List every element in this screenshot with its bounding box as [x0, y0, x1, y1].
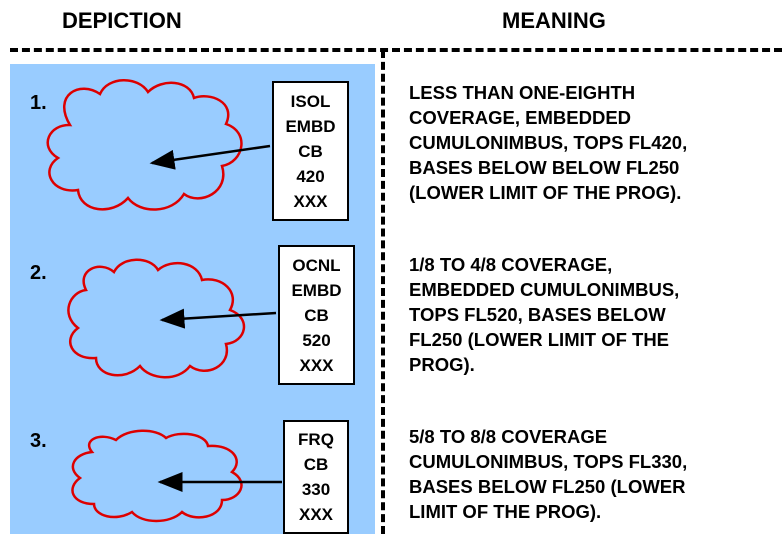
- box-3-line: 330: [301, 480, 331, 499]
- box-1-line: CB: [298, 141, 323, 161]
- arrow-2: [159, 308, 277, 329]
- box-2-line: XXX: [299, 355, 334, 375]
- meaning-text-3: 5/8 TO 8/8 COVERAGE CUMULONIMBUS, TOPS F…: [409, 426, 688, 522]
- column-divider: [381, 50, 385, 534]
- item-number-3: 3.: [30, 430, 47, 452]
- meaning-text-2: 1/8 TO 4/8 COVERAGE, EMBEDDED CUMULONIMB…: [409, 254, 680, 375]
- label-box-3: FRQ CB 330 XXX: [283, 420, 349, 534]
- item-number-2: 2.: [30, 262, 47, 284]
- meaning-text-1: LESS THAN ONE-EIGHTH COVERAGE, EMBEDDED …: [409, 82, 688, 203]
- depiction-header: DEPICTION: [62, 8, 182, 33]
- cloud-1-icon: [46, 79, 243, 211]
- box-2-line: EMBD: [291, 280, 342, 300]
- cloud-2-icon: [67, 258, 246, 379]
- label-box-2: OCNL EMBD CB 520 XXX: [278, 245, 355, 385]
- meaning-header: MEANING: [502, 8, 606, 33]
- item-number-1: 1.: [30, 92, 47, 114]
- arrow-1: [149, 144, 271, 170]
- cloud-3-icon: [71, 429, 243, 523]
- box-1-line: 420: [296, 166, 325, 186]
- header-divider: [10, 48, 782, 52]
- box-2-line: CB: [304, 305, 329, 325]
- box-1-line: ISOL: [290, 91, 331, 111]
- label-box-1: ISOL EMBD CB 420 XXX: [272, 81, 349, 221]
- box-1-line: EMBD: [285, 116, 336, 136]
- box-2-line: OCNL: [292, 255, 341, 275]
- box-3-line: CB: [303, 455, 329, 474]
- box-2-line: 520: [302, 330, 331, 350]
- box-1-line: XXX: [293, 191, 328, 211]
- box-3-line: XXX: [298, 505, 334, 524]
- box-3-line: FRQ: [298, 430, 334, 449]
